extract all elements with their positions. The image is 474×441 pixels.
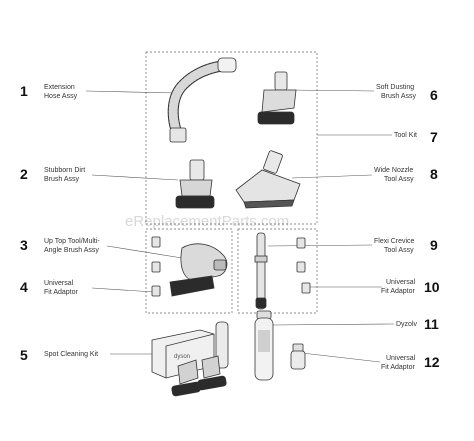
right-subgroup-box (237, 228, 318, 314)
callout-4: 4 Universal Fit Adaptor (20, 279, 155, 296)
part-label-2-line1: Stubborn Dirt (44, 167, 85, 174)
part-label-9-line2: Tool Assy (384, 247, 414, 254)
part-label-8-line1: Wide Nozzle (374, 167, 413, 174)
kit-box-brand-text: dyson (174, 354, 190, 360)
part-number-5: 5 (20, 347, 28, 363)
callout-1: 1 Extension Hose Assy (20, 83, 179, 100)
part-label-10-line2: Fit Adaptor (381, 288, 416, 295)
tool-kit-box (145, 51, 318, 225)
part-label-1-line1: Extension (44, 84, 75, 91)
part-label-10-line1: Universal (386, 279, 416, 286)
stubborn-dirt-brush-drawing (175, 159, 215, 209)
part-number-3: 3 (20, 237, 28, 253)
part-number-6: 6 (430, 87, 438, 103)
callout-5: 5 Spot Cleaning Kit (20, 347, 152, 363)
part-number-8: 8 (430, 166, 438, 182)
part-number-10: 10 (424, 279, 440, 295)
dyzolv-bottle-drawing (254, 310, 274, 381)
part-label-6-line1: Soft Dusting (376, 84, 414, 91)
part-label-6-line2: Brush Assy (381, 93, 417, 100)
part-number-2: 2 (20, 166, 28, 182)
callout-2: 2 Stubborn Dirt Brush Assy (20, 166, 179, 183)
part-label-1-line2: Hose Assy (44, 93, 78, 100)
part-label-5-line1: Spot Cleaning Kit (44, 351, 98, 358)
part-label-12-line1: Universal (386, 355, 416, 362)
part-number-9: 9 (430, 237, 438, 253)
part-label-12-line2: Fit Adaptor (381, 364, 416, 371)
callout-9: Flexi Crevice Tool Assy 9 (267, 237, 438, 254)
part-label-4-line1: Universal (44, 280, 74, 287)
part-number-4: 4 (20, 279, 28, 295)
callout-12: Universal Fit Adaptor 12 (301, 352, 440, 371)
wide-nozzle-drawing (235, 150, 301, 209)
part-label-9-line1: Flexi Crevice (374, 238, 415, 245)
spot-cleaning-kit-drawing: dyson (151, 321, 229, 397)
part-label-2-line2: Brush Assy (44, 176, 80, 183)
callout-10: Universal Fit Adaptor 10 (310, 279, 440, 295)
part-label-8-line2: Tool Assy (384, 176, 414, 183)
left-subgroup-box (145, 228, 233, 314)
part-number-7: 7 (430, 129, 438, 145)
part-label-4-line2: Fit Adaptor (44, 289, 79, 296)
part-label-11-line1: Dyzolv (396, 321, 418, 328)
callout-8: Wide Nozzle Tool Assy 8 (291, 166, 438, 183)
part-number-11: 11 (424, 316, 439, 332)
callout-6: Soft Dusting Brush Assy 6 (287, 84, 438, 103)
part-label-7-line1: Tool Kit (394, 132, 417, 139)
part-number-1: 1 (20, 83, 28, 99)
callout-7: Tool Kit 7 (317, 129, 438, 145)
part-label-3-line2: Angle Brush Assy (44, 247, 99, 254)
callout-3: 3 Up Top Tool/Multi- Angle Brush Assy (20, 237, 183, 259)
flexi-crevice-tool-drawing (254, 232, 311, 310)
soft-dusting-brush-drawing (257, 71, 297, 125)
watermark-text: eReplacementParts.com (125, 213, 289, 230)
part-number-12: 12 (424, 354, 440, 370)
universal-adaptor-drawing (290, 343, 306, 370)
extension-hose-drawing (167, 57, 237, 143)
callout-11: Dyzolv 11 (272, 316, 439, 332)
up-top-tool-drawing (151, 236, 228, 297)
part-label-3-line1: Up Top Tool/Multi- (44, 238, 100, 245)
